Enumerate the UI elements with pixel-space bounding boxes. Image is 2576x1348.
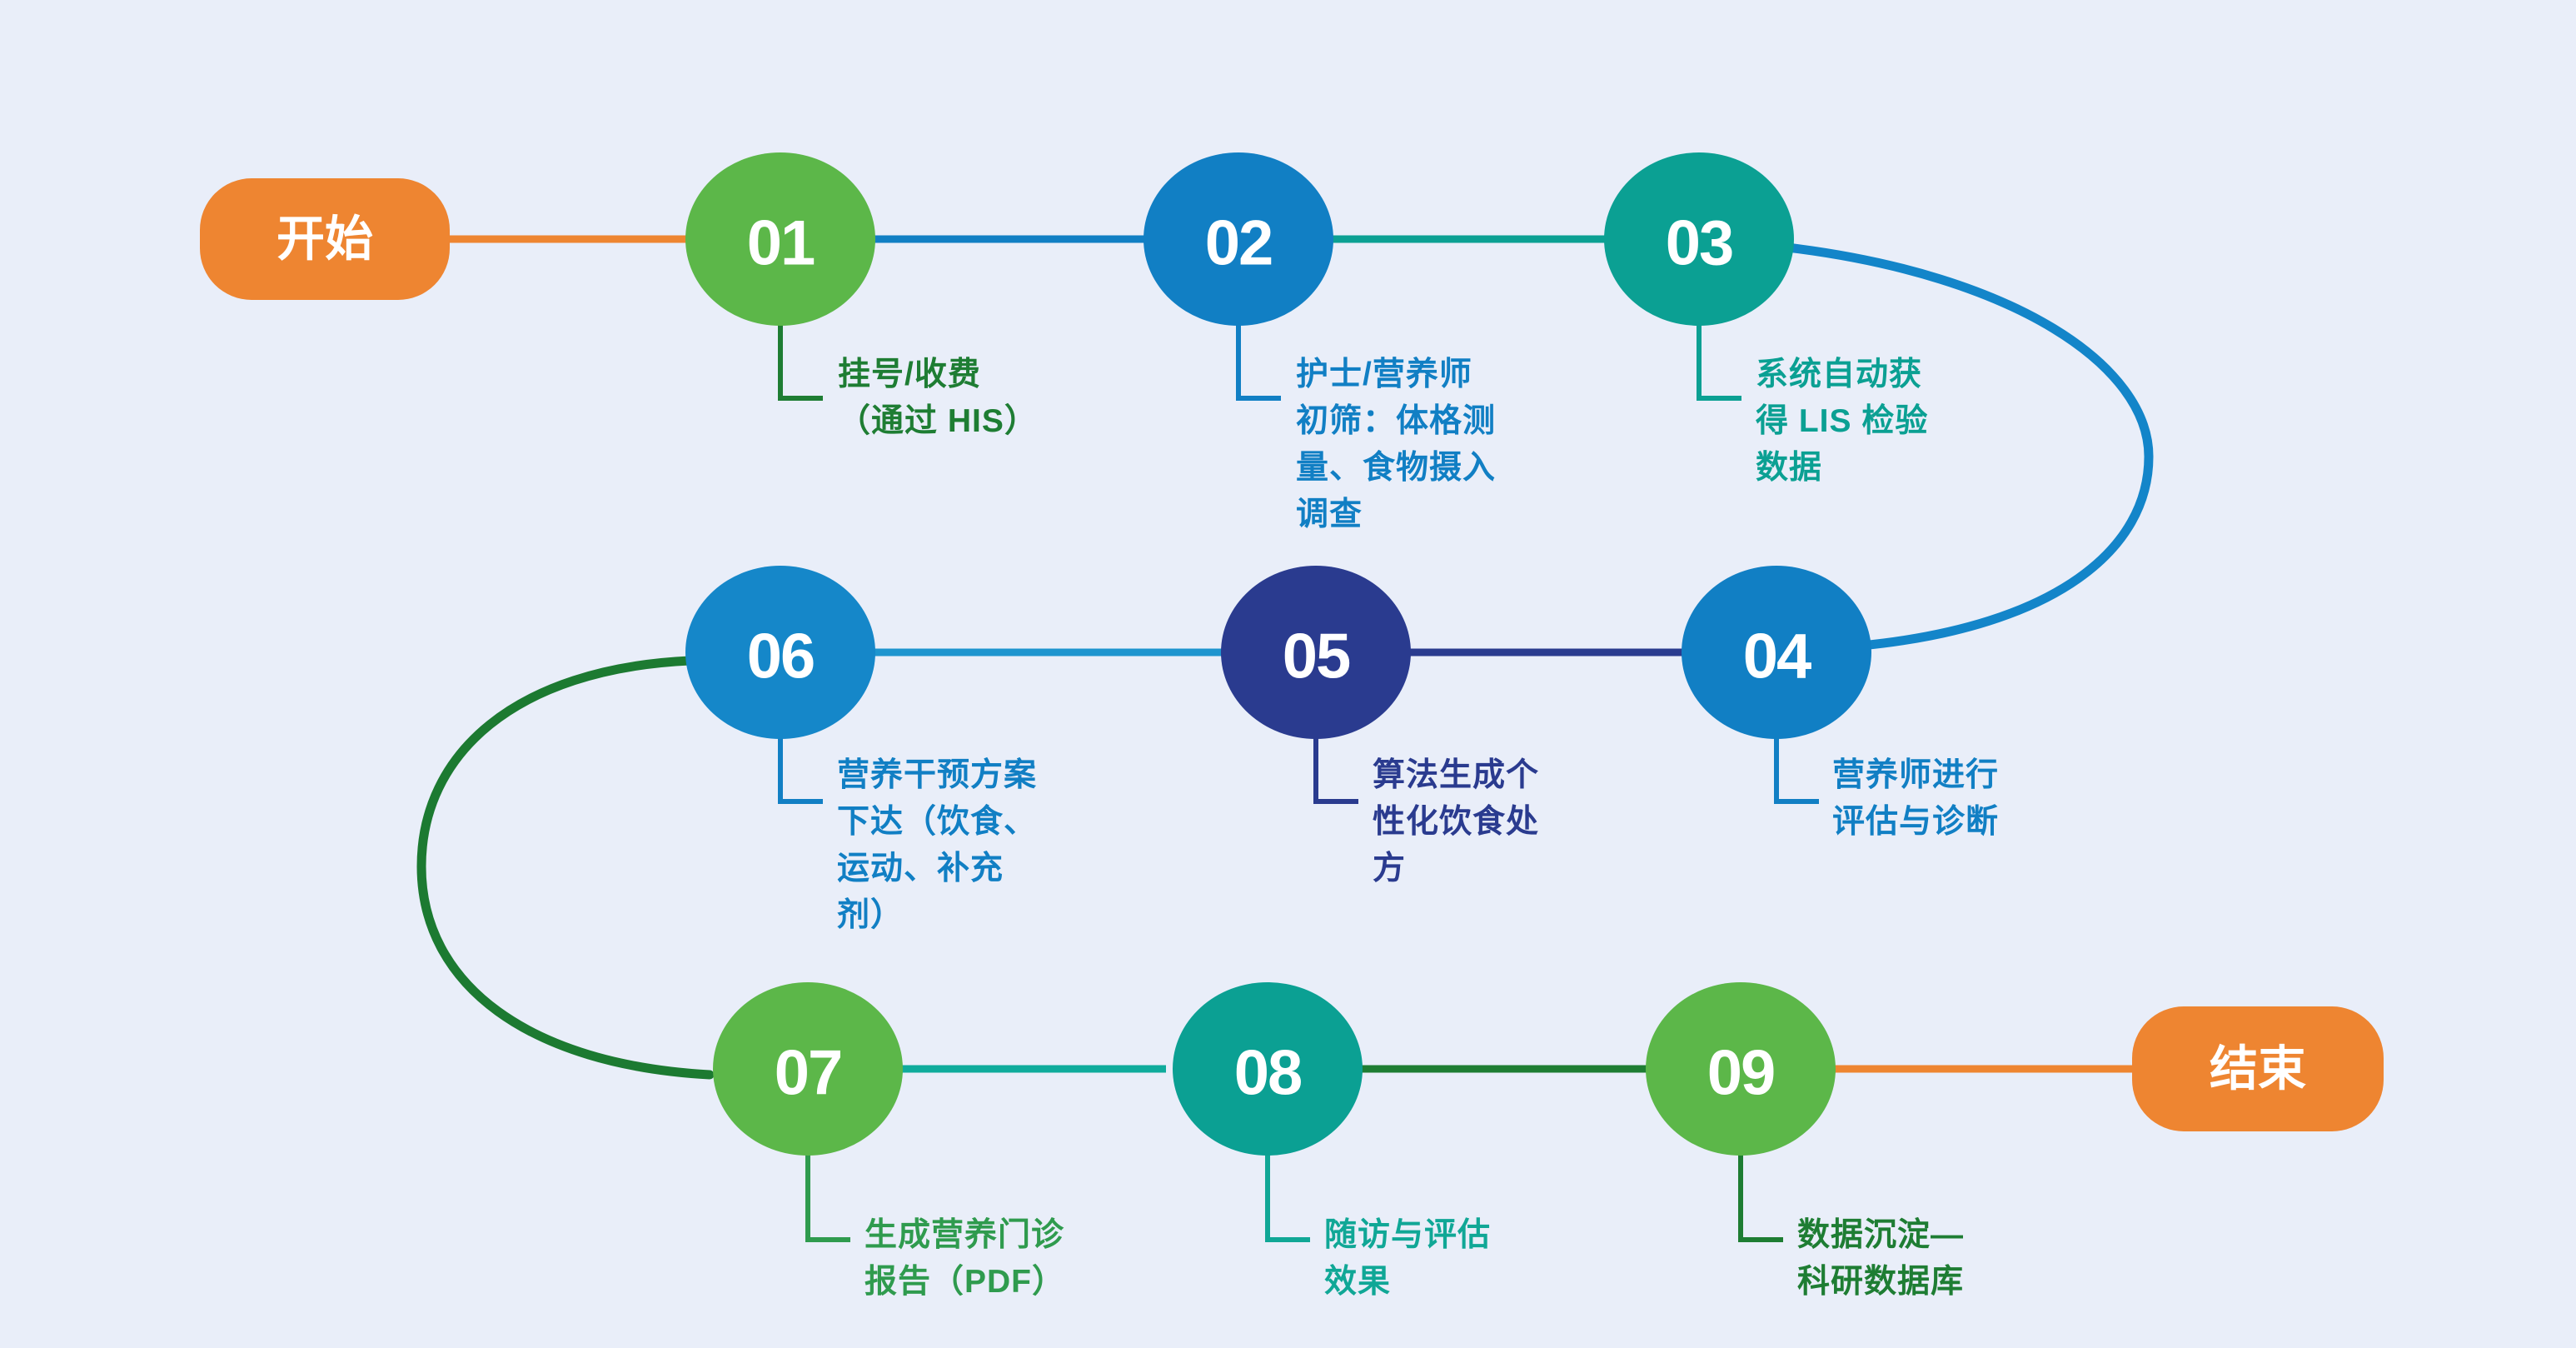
step-circle-09 — [1646, 982, 1836, 1156]
end-terminal — [2132, 1006, 2384, 1131]
step-circle-02 — [1144, 152, 1333, 326]
step-number-06: 06 — [747, 622, 815, 692]
label-elbow-06 — [778, 736, 823, 804]
step-label-01: 挂号/收费 （通过 HIS） — [838, 357, 1038, 439]
step-label-07: 生成营养门诊 报告（PDF） — [864, 1217, 1066, 1300]
step-number-03: 03 — [1666, 208, 1733, 279]
step-label-04: 营养师进行 评估与诊断 — [1832, 757, 2000, 840]
step-circle-07 — [713, 982, 903, 1156]
step-label-05: 算法生成个 性化饮食处 方 — [1373, 757, 1540, 886]
step-number-08: 08 — [1234, 1038, 1302, 1109]
label-elbow-04 — [1774, 736, 1819, 804]
connector-06-to-07-curve — [416, 656, 715, 1080]
label-elbow-07 — [805, 1151, 850, 1242]
step-label-09: 数据沉淀— 科研数据库 — [1797, 1217, 1965, 1300]
step-number-07: 07 — [775, 1038, 842, 1109]
label-elbow-03 — [1697, 321, 1741, 401]
label-elbow-01 — [778, 321, 823, 401]
start-terminal — [200, 178, 450, 300]
step-label-02: 护士/营养师 初筛：体格测 量、食物摄入 调查 — [1296, 357, 1497, 532]
start-terminal-label: 开始 — [277, 212, 373, 267]
step-circle-05 — [1221, 566, 1411, 739]
label-elbow-08 — [1265, 1151, 1310, 1242]
step-number-01: 01 — [747, 208, 815, 279]
step-number-02: 02 — [1205, 208, 1273, 279]
label-elbow-02 — [1236, 321, 1281, 401]
end-terminal-label: 结束 — [2210, 1042, 2306, 1096]
step-number-09: 09 — [1707, 1038, 1775, 1109]
step-label-03: 系统自动获 得 LIS 检验 数据 — [1756, 357, 1929, 486]
step-circle-06 — [685, 566, 875, 739]
connector-03-to-04-curve — [1782, 242, 2154, 651]
step-number-04: 04 — [1743, 622, 1811, 692]
step-circle-08 — [1173, 982, 1363, 1156]
step-label-06: 营养干预方案 下达（饮食、 运动、补充 剂） — [837, 757, 1038, 933]
step-number-05: 05 — [1283, 622, 1350, 692]
label-elbow-05 — [1313, 736, 1358, 804]
label-elbow-09 — [1738, 1151, 1783, 1242]
step-circle-04 — [1682, 566, 1871, 739]
step-circle-03 — [1604, 152, 1794, 326]
step-label-08: 随访与评估 效果 — [1324, 1217, 1492, 1300]
step-circle-01 — [685, 152, 875, 326]
